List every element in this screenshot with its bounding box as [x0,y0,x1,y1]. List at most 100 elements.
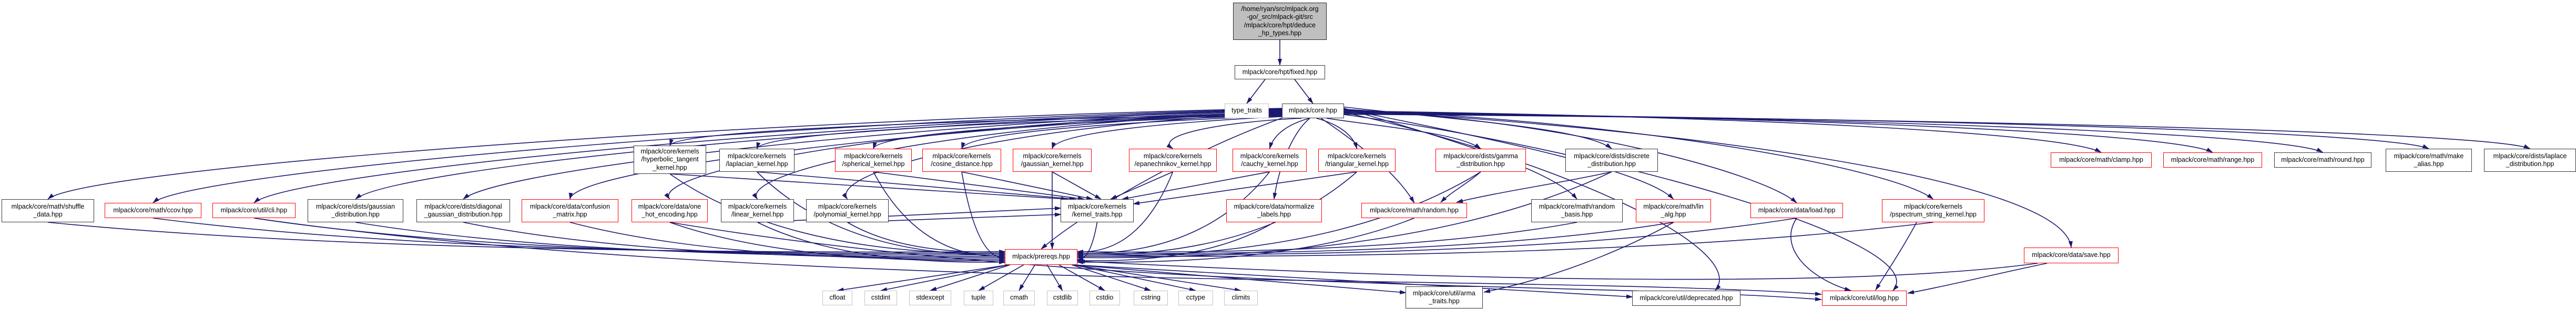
node-gaussd[interactable]: mlpack/core/dists/gaussian _distribution… [308,199,403,222]
node-disc[interactable]: mlpack/core/dists/discrete _distribution… [1565,149,1658,172]
edge [1907,263,2048,294]
node-norm[interactable]: mlpack/core/data/normalize _labels.hpp [1226,199,1322,222]
edge [1076,222,1674,255]
node-load[interactable]: mlpack/core/data/load.hpp [1750,203,1843,218]
node-prereqs[interactable]: mlpack/prereqs.hpp [1005,249,1077,265]
node-cstring: cstring [1134,291,1168,305]
edge [1072,264,1152,291]
node-lapl[interactable]: mlpack/core/kernels /laplacian_kernel.hp… [719,149,795,172]
node-clamp[interactable]: mlpack/core/math/clamp.hpp [2051,152,2152,168]
node-shuf[interactable]: mlpack/core/math/shuffle _data.hpp [2,199,94,222]
edge [463,222,1006,260]
edge [1122,171,1270,200]
node-stdexcept: stdexcept [909,291,951,305]
node-cfloat: cfloat [822,291,852,305]
edge [1133,171,1357,205]
node-cstdio: cstdio [1090,291,1120,305]
edge [1076,222,1577,254]
edge [756,114,1285,149]
node-cstdint: cstdint [864,291,897,305]
edge [1343,114,1899,291]
edge [1341,113,2429,149]
node-tri[interactable]: mlpack/core/kernels /triangular_kernel.h… [1318,149,1396,172]
node-depr[interactable]: mlpack/core/util/deprecated.hpp [1632,291,1740,306]
node-cctype: cctype [1178,291,1213,305]
node-cstdlib: cstdlib [1047,291,1078,305]
node-range[interactable]: mlpack/core/math/range.hpp [2163,152,2262,168]
edge [1341,114,2531,149]
node-pspec[interactable]: mlpack/core/kernels /pspectrum_string_ke… [1882,199,1984,222]
node-randb[interactable]: mlpack/core/math/random _basis.hpp [1531,199,1623,222]
edge [1052,116,1285,149]
edge [873,171,1006,259]
edge [756,171,1006,257]
edge [669,222,1006,263]
edge [1076,222,1098,263]
node-makea[interactable]: mlpack/core/math/make _alias.hpp [2386,149,2472,172]
edge [1483,222,1674,293]
edge [873,115,1285,149]
node-diag[interactable]: mlpack/core/dists/diagonal _gaussian_dis… [416,199,510,222]
node-linalg[interactable]: mlpack/core/math/lin _alg.hpp [1636,199,1711,222]
edge [1076,222,1275,263]
edge [253,218,1822,296]
edge [669,114,1285,146]
edge [837,264,1009,292]
edge [253,109,1285,203]
node-core[interactable]: mlpack/core.hpp [1282,104,1344,118]
node-lapld[interactable]: mlpack/core/dists/laplace _distribution.… [2484,149,2576,172]
edge [1052,171,1102,200]
edge [1456,171,1612,203]
node-spher[interactable]: mlpack/core/kernels /spherical_kernel.hp… [835,149,912,172]
node-tuple: tuple [964,291,993,305]
node-arma[interactable]: mlpack/core/util/arma _traits.hpp [1406,286,1483,308]
node-log[interactable]: mlpack/core/util/log.hpp [1822,291,1907,306]
edge [1078,259,2038,280]
edge [1341,108,1674,200]
edge [152,108,1285,203]
edge [757,222,1006,264]
node-epan[interactable]: mlpack/core/kernels /epanechnikov_kernel… [1129,149,1217,172]
node-cli[interactable]: mlpack/core/util/cli.hpp [212,203,296,218]
node-poly[interactable]: mlpack/core/kernels /polynomial_kernel.h… [806,199,889,222]
node-save[interactable]: mlpack/core/data/save.hpp [2024,248,2119,263]
edge [1110,171,1173,200]
edge [47,108,1285,200]
edge [1294,79,1314,104]
node-root: /home/ryan/src/mlpack.org -go/_src/mlpac… [1233,3,1327,40]
edge [1440,171,1481,203]
edge [1166,118,1302,149]
edge [1341,109,1934,200]
edge [669,222,1822,302]
node-climits: climits [1224,291,1258,305]
edge [847,222,1006,254]
edge [930,264,1011,291]
node-cmath: cmath [1003,291,1035,305]
node-hyper[interactable]: mlpack/core/kernels /hyperbolic_tangent … [634,146,706,174]
edge [1076,218,1797,257]
node-ktraits[interactable]: mlpack/core/kernels /kernel_traits.hpp [1061,199,1134,222]
node-fixed[interactable]: mlpack/core/hpt/fixed.hpp [1235,65,1325,79]
edge [1046,264,1063,291]
node-conf[interactable]: mlpack/core/data/confusion _matrix.hpp [522,199,618,222]
node-cauchy[interactable]: mlpack/core/kernels /cauchy_kernel.hpp [1233,149,1307,172]
edge [1076,171,1270,256]
node-gaussk[interactable]: mlpack/core/kernels /gaussian_kernel.hpp [1013,149,1092,172]
edge [1019,264,1035,291]
node-onehot[interactable]: mlpack/core/data/one _hot_encoding.hpp [632,199,708,222]
edge [961,171,1006,261]
edge [463,110,1285,200]
node-gamma[interactable]: mlpack/core/dists/gamma _distribution.hp… [1435,149,1526,172]
edge [1343,110,2073,248]
edge [1058,264,1105,291]
node-ccov[interactable]: mlpack/core/math/ccov.hpp [105,203,201,218]
edge [152,218,1006,255]
node-round[interactable]: mlpack/core/math/round.hpp [2274,152,2371,168]
edge [669,173,1068,201]
edge [568,111,1285,200]
node-cosine[interactable]: mlpack/core/kernels /cosine_distance.hpp [922,149,1001,172]
node-lin[interactable]: mlpack/core/kernels /linear_kernel.hpp [721,199,794,222]
edge [1875,222,1917,291]
node-rand[interactable]: mlpack/core/math/random.hpp [1361,203,1467,218]
